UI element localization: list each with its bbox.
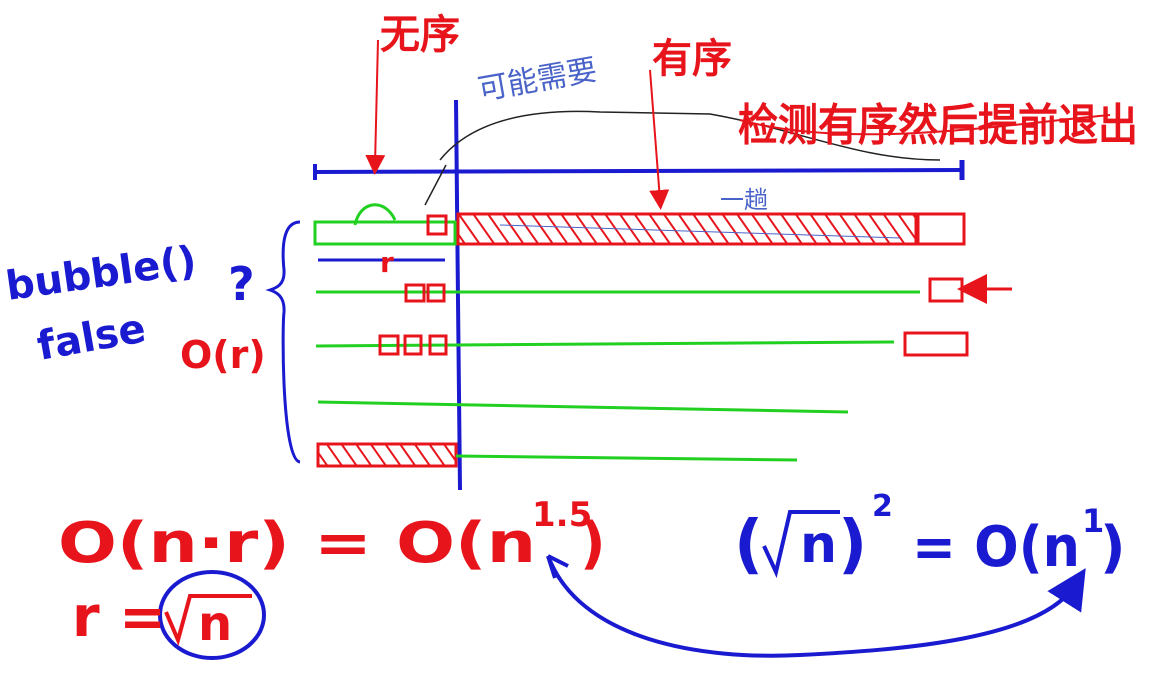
formula-right-rparen: ) (838, 508, 867, 582)
label-r: r (380, 246, 394, 279)
row1-green-block (313, 220, 457, 246)
formula-right-exp: 1 (1082, 502, 1104, 540)
label-pass: 一趟 (720, 186, 768, 214)
formula-left-exp: 1.5 (532, 495, 592, 535)
label-question: ? (228, 257, 255, 311)
formula-right-lparen: ( (734, 508, 763, 582)
formula-right-sq: 2 (872, 489, 893, 524)
r-eq: r = (72, 585, 166, 650)
label-o-r: O(r) (180, 333, 266, 377)
left-brace (265, 220, 301, 464)
label-unsorted: 无序 (380, 12, 460, 58)
arrow-exponent-link (546, 555, 1086, 658)
divider-line (454, 99, 462, 491)
row3-line (315, 340, 895, 348)
arrow-unsorted (365, 39, 386, 175)
row4-line (317, 400, 849, 414)
black-arc (439, 110, 941, 161)
row5-hatched-block (316, 442, 458, 468)
label-check: 检测有序然后提前退出 (738, 100, 1138, 151)
sqrt-circle (158, 570, 266, 660)
label-sorted: 有序 (652, 36, 732, 82)
label-bubble: bubble() (3, 238, 199, 310)
formula-left: O(n·r) = O(n (58, 511, 536, 576)
arrow-sorted (649, 69, 670, 210)
formula-right-base: n (800, 515, 837, 575)
r-sqrt-n: n (198, 596, 232, 652)
array-top-line (314, 168, 963, 174)
row1-hatched-block (456, 212, 918, 246)
formula-right-close: ) (1100, 515, 1126, 580)
label-false: false (34, 306, 149, 370)
row5-line (455, 454, 798, 462)
label-maybe: 可能需要 (475, 53, 599, 108)
formula-left-close: ) (580, 511, 606, 576)
formula-right-eq: = O(n (912, 515, 1080, 580)
